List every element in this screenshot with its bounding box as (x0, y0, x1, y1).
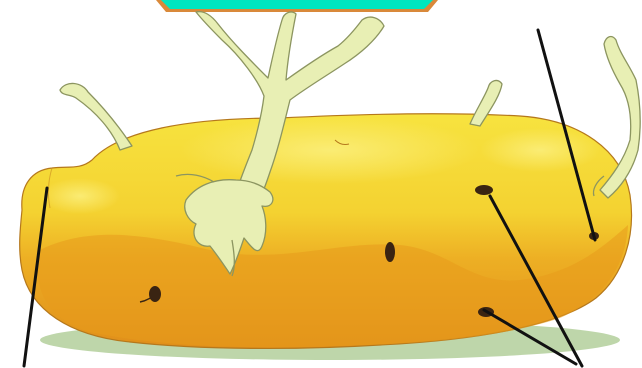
sprout (60, 83, 132, 150)
potato-eye-icon (385, 242, 395, 262)
potato-eye-icon (475, 185, 493, 195)
title-box (156, 0, 438, 12)
potato-tuber (20, 114, 632, 349)
